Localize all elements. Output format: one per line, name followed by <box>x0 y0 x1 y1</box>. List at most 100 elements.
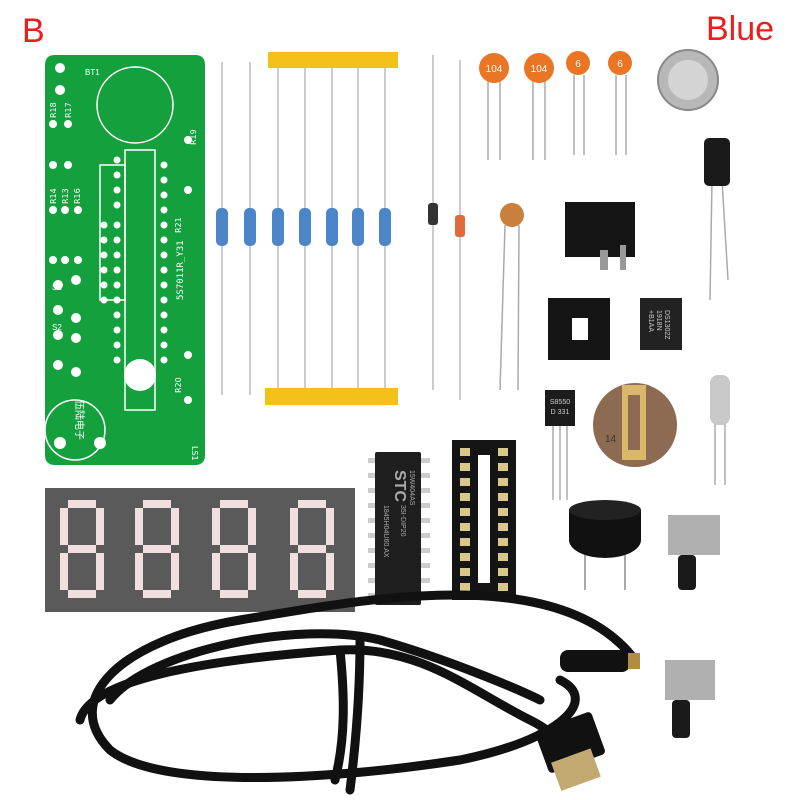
mcu-brand: STC <box>391 470 408 502</box>
pin <box>420 473 430 478</box>
segment <box>248 508 256 545</box>
segment <box>143 545 171 553</box>
ceramic-capacitors: 104 104 6 6 <box>479 51 632 160</box>
mcu-chip: STC 15W404AS 35I-DIP20 1845H04U60.AX <box>368 452 430 605</box>
pcb-label-r14: R14 <box>49 188 58 204</box>
pcb-maker-mark: 伍陆电子 <box>73 400 86 440</box>
mcu-marking: 1845H04U60.AX <box>382 505 389 558</box>
pcb-label-r17: R17 <box>64 102 73 118</box>
buzzer <box>569 500 641 590</box>
socket-contact <box>460 538 470 546</box>
segment <box>290 508 298 545</box>
socket-contact <box>498 448 508 456</box>
socket-contact <box>498 568 508 576</box>
rtc-chip: DS1302Z 1918N +B1AA <box>640 298 682 350</box>
socket-contact <box>498 538 508 546</box>
pin <box>368 488 376 493</box>
pin <box>420 488 430 493</box>
capacitor-label: 104 <box>531 64 548 75</box>
electrolytic-capacitor <box>704 138 730 301</box>
pcb-label-r18: R18 <box>49 102 58 118</box>
segment <box>135 508 143 545</box>
coin-battery <box>657 49 719 111</box>
pin <box>420 578 430 583</box>
segment <box>212 553 220 590</box>
pin <box>420 458 430 463</box>
pin <box>368 473 376 478</box>
pcb-label-r20: R20 <box>174 377 183 393</box>
pcb-label-s1: S1 <box>52 283 62 292</box>
socket-contact <box>460 493 470 501</box>
pcb-board-id: 5S7011R_Y31 <box>176 240 186 300</box>
pin <box>420 533 430 538</box>
pcb-label-r21: R21 <box>174 217 183 233</box>
pcb-label-r16: R16 <box>73 188 82 204</box>
mcu-marking: 35I-DIP20 <box>399 505 406 537</box>
pcb-label-r13: R13 <box>61 188 70 204</box>
pcb-label-s2: S2 <box>52 323 62 332</box>
variant-label: B <box>22 12 45 50</box>
pin <box>368 518 376 523</box>
pin <box>420 503 430 508</box>
pin <box>368 533 376 538</box>
pcb-label-r19: R19 <box>189 129 198 145</box>
battery-holder: 14 <box>593 383 677 467</box>
socket-contact <box>460 463 470 471</box>
color-label: Blue <box>706 10 775 48</box>
segment <box>171 508 179 545</box>
potentiometer <box>665 660 715 738</box>
segment <box>212 508 220 545</box>
segment <box>220 590 248 598</box>
socket-contact <box>498 508 508 516</box>
segment <box>290 553 298 590</box>
transistor-marking: D 331 <box>551 409 570 416</box>
dip8-socket <box>548 298 610 360</box>
pin <box>368 563 376 568</box>
socket-contact <box>498 553 508 561</box>
segment <box>298 545 326 553</box>
usb-plug <box>535 712 605 791</box>
potentiometer <box>668 515 720 590</box>
segment <box>68 545 96 553</box>
pin <box>368 548 376 553</box>
pcb-label-ls1: LS1 <box>190 446 199 461</box>
transistor-marking: S8550 <box>550 399 570 406</box>
pin <box>420 563 430 568</box>
pin <box>368 503 376 508</box>
mcu-marking: 15W404AS <box>408 470 415 506</box>
segment <box>220 500 248 508</box>
socket-contact <box>498 478 508 486</box>
capacitor-label: 6 <box>575 59 581 70</box>
dc-plug <box>560 650 640 672</box>
crystal <box>710 375 730 485</box>
segment <box>171 553 179 590</box>
segment <box>143 590 171 598</box>
socket-contact <box>498 523 508 531</box>
dip20-socket <box>452 440 516 600</box>
segment <box>248 553 256 590</box>
capacitor-label: 104 <box>486 64 503 75</box>
segment <box>135 553 143 590</box>
segment <box>220 545 248 553</box>
segment <box>326 553 334 590</box>
pin <box>368 578 376 583</box>
socket-contact <box>498 493 508 501</box>
segment <box>298 500 326 508</box>
segment <box>68 500 96 508</box>
battery-holder-mark: 14 <box>605 434 617 445</box>
pin <box>420 518 430 523</box>
photoresistor <box>499 203 524 391</box>
segment <box>326 508 334 545</box>
pcb-board: 5S7011R_Y31 S1 S2 BT1 R18 R17 R19 R14 R1… <box>44 55 205 465</box>
segment <box>60 508 68 545</box>
segment <box>143 500 171 508</box>
pin <box>420 548 430 553</box>
rtc-chip-marking: DS1302Z <box>663 310 670 340</box>
socket-contact <box>498 463 508 471</box>
socket-contact <box>460 508 470 516</box>
seven-segment-display <box>45 488 355 612</box>
capacitor-label: 6 <box>617 59 623 70</box>
socket-contact <box>460 568 470 576</box>
